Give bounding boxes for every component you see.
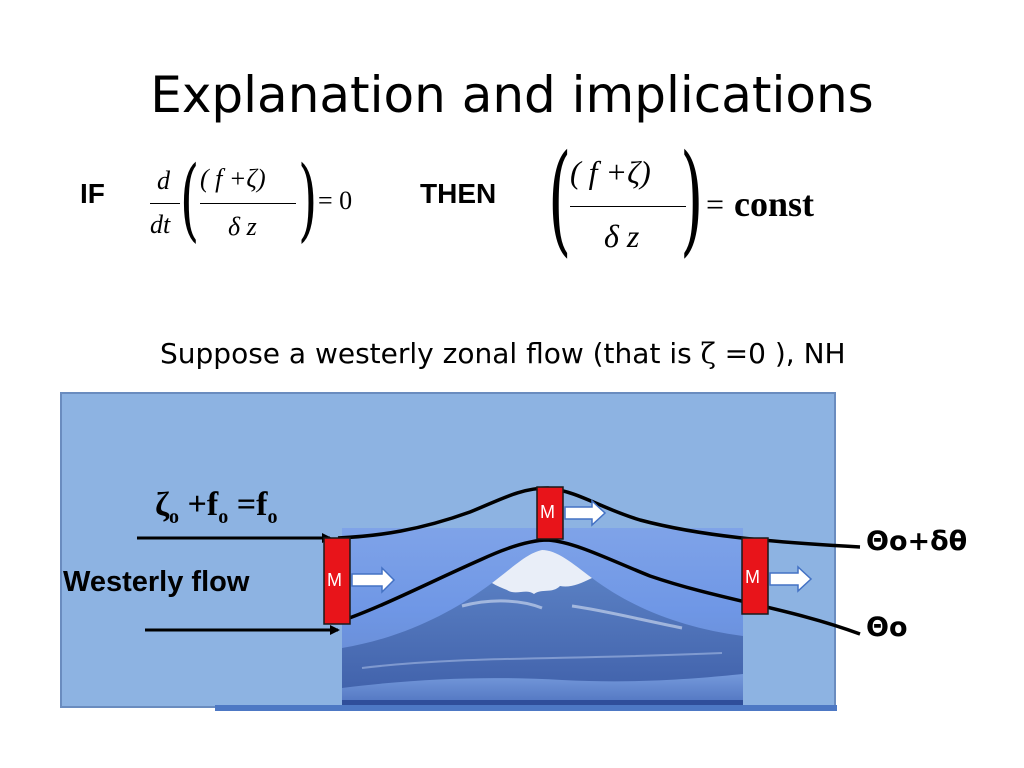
vorticity-equation: ζo +fo =fo: [155, 486, 277, 529]
eq-left-d: d: [157, 166, 170, 195]
eq-right-close-paren: ): [680, 130, 704, 269]
air-column-crest: [536, 486, 607, 540]
eq-right-const: const: [734, 184, 814, 224]
mountain-photo: [342, 528, 743, 708]
mountain-picture: [342, 550, 743, 708]
subtitle-zeta: ζ: [700, 337, 716, 370]
eq-left-rhs: = 0: [318, 186, 353, 215]
eq-left-denominator: δ z: [228, 212, 257, 241]
eq-left-dt-fraction-bar: [150, 203, 180, 204]
vorticity-sub-o-1: o: [169, 505, 180, 528]
vorticity-sub-o-3: o: [267, 505, 278, 528]
eq-right-numerator: ( f +ζ): [570, 154, 651, 190]
ground-line: [215, 705, 837, 711]
eq-left-close-paren: ): [298, 147, 318, 252]
eq-right-denominator: δ z: [604, 218, 640, 254]
eq-right-open-paren: (: [548, 130, 572, 269]
subtitle: Suppose a westerly zonal flow (that is ζ…: [160, 337, 846, 370]
westerly-flow-label: Westerly flow: [63, 566, 250, 598]
eq-right-equals: =: [706, 186, 725, 222]
lower-isentrope-line: [337, 538, 861, 636]
air-column-downstream: [741, 537, 813, 615]
eq-left-numerator: ( f +ζ): [200, 164, 266, 193]
page-title: Explanation and implications: [150, 66, 874, 124]
eq-right-fraction-bar: [570, 206, 686, 207]
column-arrow-upstream: [351, 566, 396, 594]
column-label-crest: M: [540, 502, 555, 522]
subtitle-text-before: Suppose a westerly zonal flow (that is: [160, 337, 701, 370]
eq-left-dt: dt: [150, 210, 171, 239]
subtitle-text-after: =0 ), NH: [715, 337, 846, 370]
column-arrow-downstream: [769, 565, 813, 593]
eq-left-open-paren: (: [180, 147, 200, 252]
column-label-downstream: M: [745, 567, 760, 587]
air-column-upstream: [323, 537, 396, 625]
upper-isentrope-label: Θo+δθ: [866, 526, 968, 557]
vorticity-sub-o-2: o: [218, 505, 229, 528]
eq-left-fraction-bar: [200, 203, 296, 204]
lower-isentrope-label: Θo: [866, 612, 908, 643]
then-label: THEN: [420, 178, 497, 209]
column-label-upstream: M: [327, 570, 342, 590]
if-label: IF: [80, 178, 105, 209]
vorticity-plus-f: +f: [179, 486, 219, 523]
vorticity-zeta: ζ: [155, 486, 170, 523]
vorticity-eq-f: =f: [228, 486, 268, 523]
column-arrow-crest: [564, 499, 607, 527]
